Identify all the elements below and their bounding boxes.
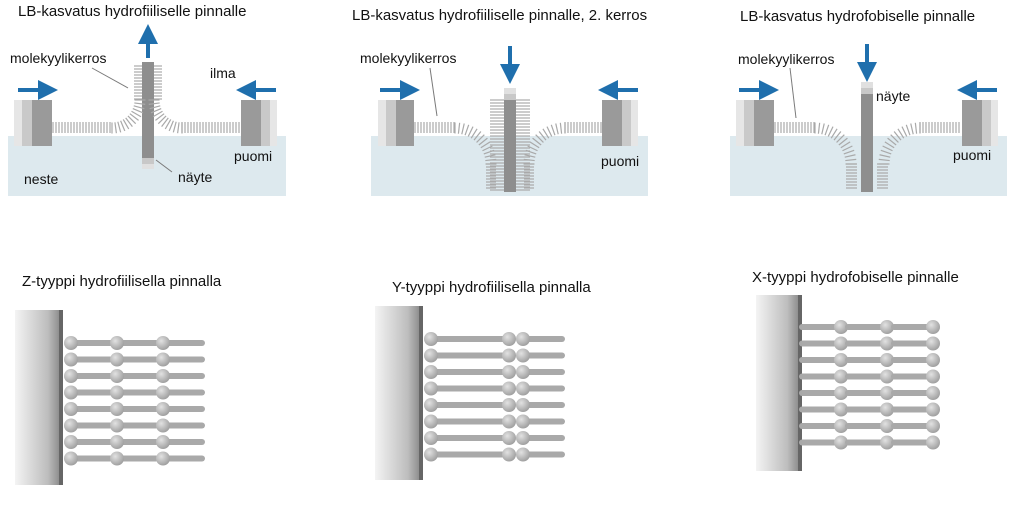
panel-1-title: LB-kasvatus hydrofiiliselle pinnalle [18,3,246,20]
label-sample: näyte [178,169,212,185]
type-y: Y-tyyppi hydrofiilisella pinnalla [375,279,591,480]
substrate [756,295,798,471]
molecular-film [52,65,240,134]
barrier-right [241,100,277,146]
label-barrier: puomi [601,153,639,169]
label-liquid: neste [24,171,58,187]
molecular-film [774,122,960,189]
sample-slide [504,100,516,192]
type-x: X-tyyppi hydrofobiselle pinnalle [752,269,959,471]
molecular-film [414,99,602,191]
type-z: Z-tyyppi hydrofiilisella pinnalla [15,273,222,485]
label-barrier: puomi [953,147,991,163]
type-y-title: Y-tyyppi hydrofiilisella pinnalla [392,279,591,296]
type-z-title: Z-tyyppi hydrofiilisella pinnalla [22,273,222,290]
label-film: molekyylikerros [738,51,834,67]
label-film: molekyylikerros [10,50,106,66]
barrier-left [736,100,774,146]
barrier-left [378,100,414,146]
panel-3: LB-kasvatus hydrofobiselle pinnalle mole… [730,8,1007,196]
panel-2: LB-kasvatus hydrofiiliselle pinnalle, 2.… [352,7,648,196]
label-barrier: puomi [234,148,272,164]
x-type-layers [799,320,940,450]
panel-3-title: LB-kasvatus hydrofobiselle pinnalle [740,8,975,25]
barrier-left [14,100,52,146]
panel-1: LB-kasvatus hydrofiiliselle pinnalle mol… [8,3,286,196]
substrate [375,306,419,480]
label-air: ilma [210,65,236,81]
type-x-title: X-tyyppi hydrofobiselle pinnalle [752,269,959,286]
barrier-right [602,100,638,146]
barrier-right [962,100,998,146]
label-film: molekyylikerros [360,50,456,66]
y-type-layers [424,332,565,462]
sample-slide [861,94,873,192]
z-type-layers [64,336,205,466]
substrate [15,310,59,485]
panel-2-title: LB-kasvatus hydrofiiliselle pinnalle, 2.… [352,7,647,24]
label-sample: näyte [876,88,910,104]
sample-slide [142,62,154,158]
